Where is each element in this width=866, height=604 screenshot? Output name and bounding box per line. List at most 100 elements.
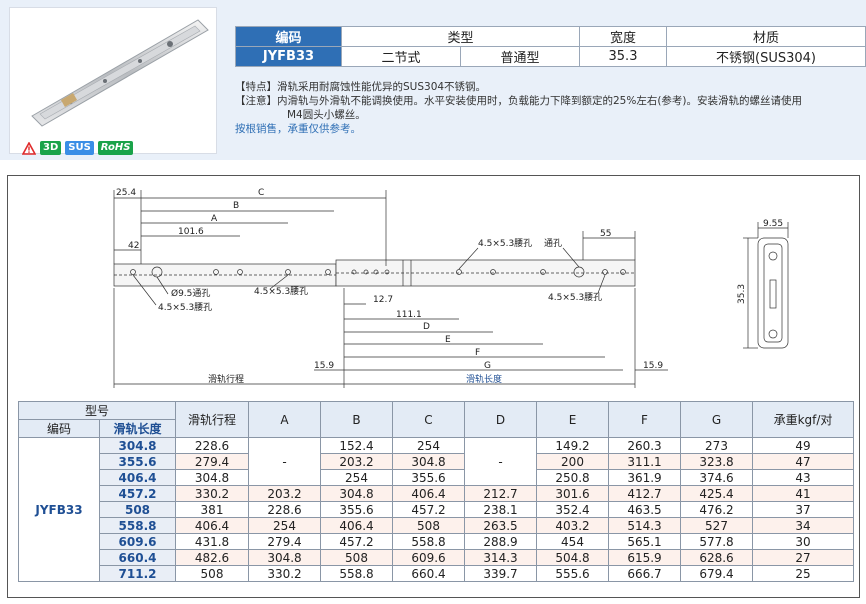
code-value: JYFB33 <box>235 46 342 67</box>
width-value: 35.3 <box>579 46 667 67</box>
f-cell: 412.7 <box>608 485 681 502</box>
d-cell: 288.9 <box>464 533 537 550</box>
th-model: 型号 <box>18 401 176 420</box>
b-cell: 203.2 <box>320 453 393 470</box>
load-cell: 41 <box>752 485 854 502</box>
type-value-2: 普通型 <box>460 46 580 67</box>
th-f: F <box>608 401 681 438</box>
dim-e: E <box>445 335 451 345</box>
caution-note-cont: M4圆头小螺丝。 <box>287 109 366 121</box>
b-cell: 355.6 <box>320 501 393 518</box>
th-b: B <box>320 401 393 438</box>
dim-55: 55 <box>600 229 611 239</box>
g-cell: 425.4 <box>680 485 753 502</box>
th-g: G <box>680 401 753 438</box>
label-length: 滑轨长度 <box>466 373 502 385</box>
dim-f: F <box>475 348 480 358</box>
g-cell: 476.2 <box>680 501 753 518</box>
a-cell-dash: - <box>248 437 321 486</box>
b-cell: 304.8 <box>320 485 393 502</box>
type-value-1: 二节式 <box>341 46 461 67</box>
c-cell: 304.8 <box>392 453 465 470</box>
slide-rail-image <box>31 19 209 127</box>
load-cell: 30 <box>752 533 854 550</box>
c-cell: 406.4 <box>392 485 465 502</box>
g-cell: 679.4 <box>680 565 753 582</box>
technical-drawing: 25.4 C B A 101.6 42 55 4.5×5.3腰孔 通孔 4.5×… <box>113 188 789 388</box>
c-cell: 508 <box>392 517 465 534</box>
dim-111-1: 111.1 <box>396 310 422 320</box>
a-cell: 203.2 <box>248 485 321 502</box>
e-cell: 504.8 <box>536 549 609 566</box>
stroke-cell: 406.4 <box>175 517 249 534</box>
d-cell: 339.7 <box>464 565 537 582</box>
th-c: C <box>392 401 465 438</box>
dim-g: G <box>484 361 491 371</box>
dim-d: D <box>423 322 430 332</box>
badge-row: 3D SUS RoHS <box>22 141 134 155</box>
g-cell: 374.6 <box>680 469 753 486</box>
e-cell: 250.8 <box>536 469 609 486</box>
load-cell: 43 <box>752 469 854 486</box>
stroke-cell: 508 <box>175 565 249 582</box>
a-cell: 330.2 <box>248 565 321 582</box>
label-through-hole: 通孔 <box>544 238 562 249</box>
d-cell-dash: - <box>464 437 537 486</box>
dim-12-7: 12.7 <box>373 295 393 305</box>
b-cell: 457.2 <box>320 533 393 550</box>
length-cell: 304.8 <box>99 437 176 454</box>
warning-icon <box>22 141 36 155</box>
load-cell: 37 <box>752 501 854 518</box>
e-cell: 301.6 <box>536 485 609 502</box>
th-d: D <box>464 401 537 438</box>
g-cell: 577.8 <box>680 533 753 550</box>
label-slot-hole-2: 4.5×5.3腰孔 <box>548 292 602 303</box>
sale-note: 按根销售，承重仅供参考。 <box>235 123 361 135</box>
b-cell: 508 <box>320 549 393 566</box>
c-cell: 254 <box>392 437 465 454</box>
spec-table: 编码 类型 宽度 材质 JYFB33 二节式 普通型 35.3 不锈钢(SUS3… <box>235 26 866 67</box>
th-a: A <box>248 401 321 438</box>
load-cell: 25 <box>752 565 854 582</box>
f-cell: 463.5 <box>608 501 681 518</box>
e-cell: 352.4 <box>536 501 609 518</box>
e-cell: 555.6 <box>536 565 609 582</box>
f-cell: 615.9 <box>608 549 681 566</box>
b-cell: 254 <box>320 469 393 486</box>
c-cell: 558.8 <box>392 533 465 550</box>
dim-b: B <box>233 201 239 211</box>
a-cell: 228.6 <box>248 501 321 518</box>
product-photo: 3D SUS RoHS <box>9 7 217 155</box>
b-cell: 406.4 <box>320 517 393 534</box>
dim-15-9-right: 15.9 <box>643 361 663 371</box>
length-cell: 660.4 <box>99 549 176 566</box>
label-stroke: 滑轨行程 <box>208 373 244 385</box>
load-cell: 34 <box>752 517 854 534</box>
length-cell: 406.4 <box>99 469 176 486</box>
th-stroke: 滑轨行程 <box>175 401 249 438</box>
f-cell: 361.9 <box>608 469 681 486</box>
dim-15-9-left: 15.9 <box>314 361 334 371</box>
load-cell: 27 <box>752 549 854 566</box>
length-cell: 711.2 <box>99 565 176 582</box>
length-cell: 609.6 <box>99 533 176 550</box>
a-cell: 254 <box>248 517 321 534</box>
type-header: 类型 <box>341 26 580 47</box>
th-load: 承重kgf/对 <box>752 401 854 438</box>
dim-9-55: 9.55 <box>763 219 783 229</box>
g-cell: 323.8 <box>680 453 753 470</box>
stroke-cell: 279.4 <box>175 453 249 470</box>
c-cell: 355.6 <box>392 469 465 486</box>
th-e: E <box>536 401 609 438</box>
f-cell: 565.1 <box>608 533 681 550</box>
length-cell: 355.6 <box>99 453 176 470</box>
drawing-and-table-panel: 25.4 C B A 101.6 42 55 4.5×5.3腰孔 通孔 4.5×… <box>7 175 860 598</box>
caution-note: 【注意】内滑轨与外滑轨不能调换使用。水平安装使用时，负载能力下降到额定的25%左… <box>235 95 803 107</box>
